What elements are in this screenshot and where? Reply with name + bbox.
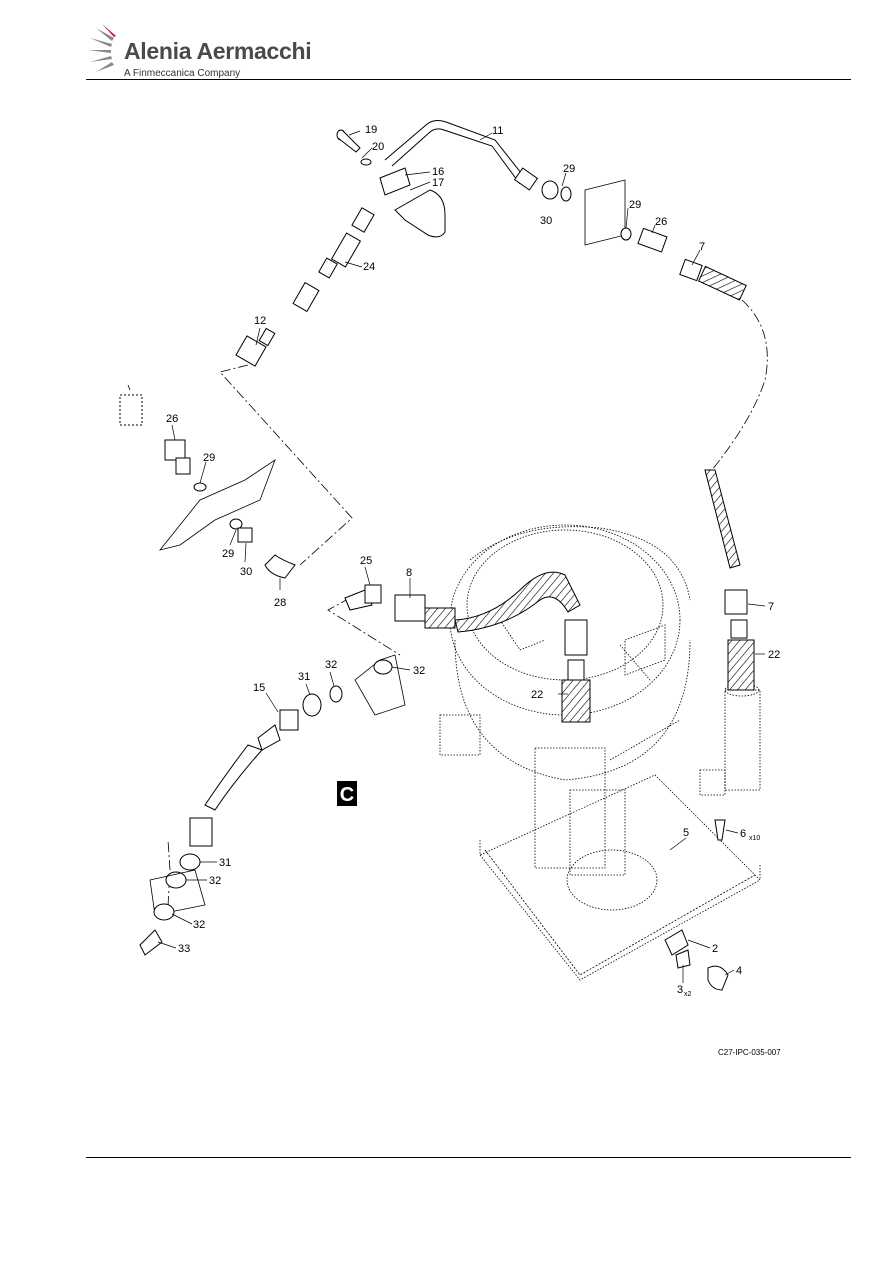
- callout-32: 32: [413, 665, 425, 677]
- callout-33: 33: [178, 943, 190, 955]
- callout-29: 29: [629, 199, 641, 211]
- hose-7-right: [704, 469, 755, 691]
- hose-8-assembly: [344, 571, 588, 656]
- alenia-aermacchi-logo-icon: [88, 24, 116, 72]
- callout-7: 7: [768, 601, 774, 613]
- tube-11: [384, 120, 539, 191]
- callout-17: 17: [432, 177, 444, 189]
- callout-8: 8: [406, 567, 412, 579]
- callout-29: 29: [222, 548, 234, 560]
- callout-2: 2: [712, 943, 718, 955]
- callout-12: 12: [254, 315, 266, 327]
- brand-name: Alenia Aermacchi: [124, 38, 312, 64]
- bracket-16-17: [379, 167, 446, 238]
- callout-20: 20: [372, 141, 384, 153]
- hose-15-assembly: [139, 654, 406, 956]
- callout-leaders: [157, 130, 766, 983]
- callout-16: 16: [432, 166, 444, 178]
- drawing-reference: C27-IPC-035-007: [718, 1048, 781, 1057]
- callout-31: 31: [219, 857, 231, 869]
- tray-outline: [484, 849, 756, 976]
- fitting-12: [235, 327, 276, 367]
- callout-31: 31: [298, 671, 310, 683]
- callout-6: 6: [740, 828, 746, 840]
- hardware-items: [664, 819, 729, 991]
- callout-32: 32: [193, 919, 205, 931]
- callout-22: 22: [531, 689, 543, 701]
- background-unit: [439, 524, 761, 981]
- footer-rule: [86, 1157, 851, 1158]
- callout-4: 4: [736, 965, 742, 977]
- callout-26: 26: [166, 413, 178, 425]
- callout-32: 32: [209, 875, 221, 887]
- callout-32: 32: [325, 659, 337, 671]
- callout-22: 22: [768, 649, 780, 661]
- callout-29: 29: [563, 163, 575, 175]
- callout-3-qty: x2: [684, 991, 692, 998]
- connection-lines: [127, 299, 768, 907]
- callout-3: 3: [677, 984, 683, 996]
- callout-19: 19: [365, 124, 377, 136]
- fitting-24-assembly: [292, 207, 375, 313]
- left-fittings: [119, 394, 296, 579]
- pin-19-20: [336, 129, 372, 166]
- callout-29: 29: [203, 452, 215, 464]
- callout-26: 26: [655, 216, 667, 228]
- valve-22-center: [561, 659, 591, 723]
- callout-6-qty: x10: [749, 835, 760, 842]
- callout-28: 28: [274, 597, 286, 609]
- callout-24: 24: [363, 261, 375, 273]
- callout-30: 30: [540, 215, 552, 227]
- brand-subtitle: A Finmeccanica Company: [124, 68, 241, 79]
- callout-15: 15: [253, 682, 265, 694]
- header-rule: [86, 79, 851, 80]
- page-header: Alenia Aermacchi A Finmeccanica Company: [0, 0, 893, 90]
- callout-25: 25: [360, 555, 372, 567]
- callout-labels: 19 20 11 16 17 29 30 29 26 7 24 12 26 29…: [166, 124, 780, 998]
- callout-30: 30: [240, 566, 252, 578]
- callout-7: 7: [699, 241, 705, 253]
- view-letter: C: [340, 784, 354, 806]
- callout-5: 5: [683, 827, 689, 839]
- view-letter-box: [337, 781, 357, 806]
- callout-11: 11: [492, 125, 503, 137]
- right-fittings: [541, 179, 747, 301]
